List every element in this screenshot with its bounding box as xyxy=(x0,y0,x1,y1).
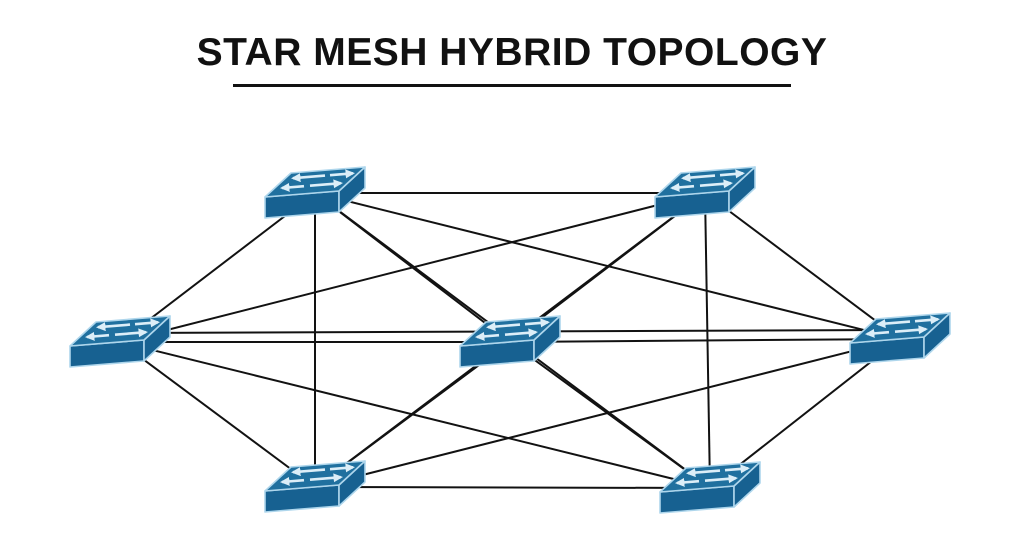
title-underline xyxy=(233,84,791,87)
network-switch-icon-hub-center xyxy=(460,316,560,367)
network-switch-icon-switch-bottom-right xyxy=(660,462,760,513)
network-switch-icon-switch-bottom-left xyxy=(265,461,365,512)
network-switch-icon-switch-left xyxy=(70,316,170,367)
diagram-title: STAR MESH HYBRID TOPOLOGY xyxy=(196,31,828,74)
link-hub-center--switch-right xyxy=(509,338,901,343)
link-switch-left--switch-bottom-right xyxy=(119,341,711,489)
network-switch-icon-switch-top-right xyxy=(655,167,755,218)
link-switch-top-right--switch-right xyxy=(704,192,901,340)
link-switch-bottom-left--switch-bottom-right xyxy=(314,486,711,489)
link-switch-left--switch-bottom-left xyxy=(119,341,316,488)
link-switch-top-right--switch-left xyxy=(119,192,706,343)
network-switch-icon-switch-top-left xyxy=(265,167,365,218)
link-switch-right--switch-bottom-left xyxy=(314,338,901,488)
network-switch-icon-switch-right xyxy=(850,313,950,364)
link-hub-center--switch-bottom-right xyxy=(509,341,711,489)
diagram-header: STAR MESH HYBRID TOPOLOGY xyxy=(0,0,1024,87)
